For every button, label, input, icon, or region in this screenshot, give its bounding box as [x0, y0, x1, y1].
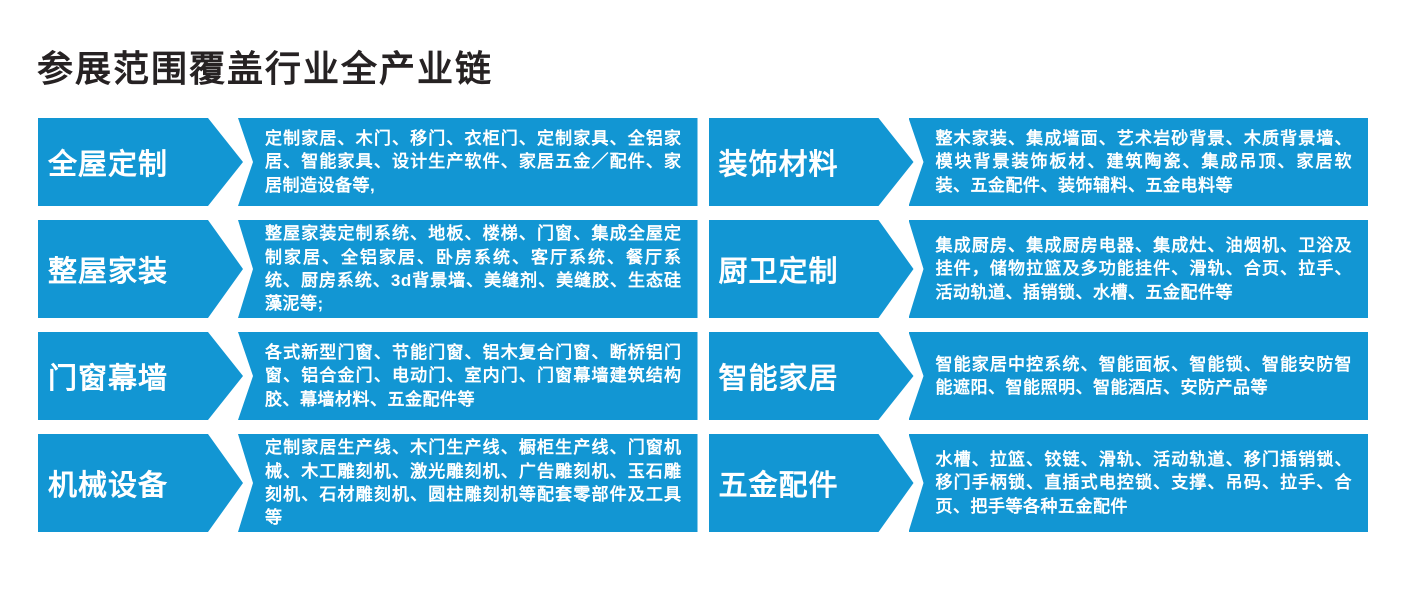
- category-description-panel: 定制家居生产线、木门生产线、橱柜生产线、门窗机械、木工雕刻机、激光雕刻机、广告雕…: [238, 434, 698, 532]
- category-arrow-label: 厨卫定制: [709, 220, 914, 318]
- category-description: 水槽、拉篮、铰链、滑轨、活动轨道、移门插销锁、移门手柄锁、直插式电控锁、支撑、吊…: [935, 449, 1352, 516]
- category-block-decoration-materials: 装饰材料 整木家装、集成墙面、艺术岩砂背景、木质背景墙、模块背景装饰板材、建筑陶…: [709, 118, 1368, 206]
- category-description: 各式新型门窗、节能门窗、铝木复合门窗、断桥铝门窗、铝合金门、电动门、室内门、门窗…: [265, 342, 682, 409]
- category-arrow-label: 智能家居: [709, 332, 914, 420]
- category-block-hardware-accessories: 五金配件 水槽、拉篮、铰链、滑轨、活动轨道、移门插销锁、移门手柄锁、直插式电控锁…: [709, 434, 1368, 532]
- category-arrow-label: 装饰材料: [709, 118, 914, 206]
- category-arrow-label: 门窗幕墙: [38, 332, 243, 420]
- category-description-panel: 水槽、拉篮、铰链、滑轨、活动轨道、移门插销锁、移门手柄锁、直插式电控锁、支撑、吊…: [908, 434, 1368, 532]
- category-block-whole-house-decoration: 整屋家装 整屋家装定制系统、地板、楼梯、门窗、集成全屋定制家居、全铝家居、卧房系…: [38, 220, 698, 318]
- category-description: 定制家居、木门、移门、衣柜门、定制家具、全铝家居、智能家具、设计生产软件、家居五…: [265, 128, 682, 195]
- category-description-panel: 整木家装、集成墙面、艺术岩砂背景、木质背景墙、模块背景装饰板材、建筑陶瓷、集成吊…: [908, 118, 1368, 206]
- category-block-machinery-equipment: 机械设备 定制家居生产线、木门生产线、橱柜生产线、门窗机械、木工雕刻机、激光雕刻…: [38, 434, 698, 532]
- category-label: 装饰材料: [718, 149, 839, 181]
- category-label: 全屋定制: [48, 149, 169, 181]
- category-arrow-label: 五金配件: [709, 434, 914, 532]
- category-label: 整屋家装: [48, 256, 169, 288]
- category-label: 五金配件: [718, 470, 839, 502]
- category-description-panel: 各式新型门窗、节能门窗、铝木复合门窗、断桥铝门窗、铝合金门、电动门、室内门、门窗…: [238, 332, 698, 420]
- category-arrow-label: 机械设备: [38, 434, 243, 532]
- category-description: 定制家居生产线、木门生产线、橱柜生产线、门窗机械、木工雕刻机、激光雕刻机、广告雕…: [265, 438, 682, 528]
- category-description: 整屋家装定制系统、地板、楼梯、门窗、集成全屋定制家居、全铝家居、卧房系统、客厅系…: [265, 224, 682, 314]
- category-description: 智能家居中控系统、智能面板、智能锁、智能安防智能遮阳、智能照明、智能酒店、安防产…: [935, 354, 1352, 397]
- category-description-panel: 整屋家装定制系统、地板、楼梯、门窗、集成全屋定制家居、全铝家居、卧房系统、客厅系…: [238, 220, 698, 318]
- category-block-smart-home: 智能家居 智能家居中控系统、智能面板、智能锁、智能安防智能遮阳、智能照明、智能酒…: [709, 332, 1368, 420]
- category-blocks-grid: 全屋定制 定制家居、木门、移门、衣柜门、定制家具、全铝家居、智能家具、设计生产软…: [38, 118, 1368, 532]
- category-description-panel: 定制家居、木门、移门、衣柜门、定制家具、全铝家居、智能家具、设计生产软件、家居五…: [238, 118, 698, 206]
- category-label: 机械设备: [48, 470, 169, 502]
- category-block-doors-windows-curtainwall: 门窗幕墙 各式新型门窗、节能门窗、铝木复合门窗、断桥铝门窗、铝合金门、电动门、室…: [38, 332, 698, 420]
- category-description-panel: 集成厨房、集成厨房电器、集成灶、油烟机、卫浴及挂件，储物拉篮及多功能挂件、滑轨、…: [908, 220, 1368, 318]
- category-description-panel: 智能家居中控系统、智能面板、智能锁、智能安防智能遮阳、智能照明、智能酒店、安防产…: [908, 332, 1368, 420]
- category-arrow-label: 全屋定制: [38, 118, 243, 206]
- category-label: 智能家居: [718, 363, 839, 395]
- category-label: 厨卫定制: [718, 256, 839, 288]
- category-description: 整木家装、集成墙面、艺术岩砂背景、木质背景墙、模块背景装饰板材、建筑陶瓷、集成吊…: [935, 128, 1352, 195]
- category-arrow-label: 整屋家装: [38, 220, 243, 318]
- category-block-kitchen-bath-custom: 厨卫定制 集成厨房、集成厨房电器、集成灶、油烟机、卫浴及挂件，储物拉篮及多功能挂…: [709, 220, 1368, 318]
- category-description: 集成厨房、集成厨房电器、集成灶、油烟机、卫浴及挂件，储物拉篮及多功能挂件、滑轨、…: [935, 235, 1352, 302]
- category-block-whole-house-custom: 全屋定制 定制家居、木门、移门、衣柜门、定制家具、全铝家居、智能家具、设计生产软…: [38, 118, 698, 206]
- page-title: 参展范围覆盖行业全产业链: [37, 48, 494, 90]
- category-label: 门窗幕墙: [48, 363, 169, 395]
